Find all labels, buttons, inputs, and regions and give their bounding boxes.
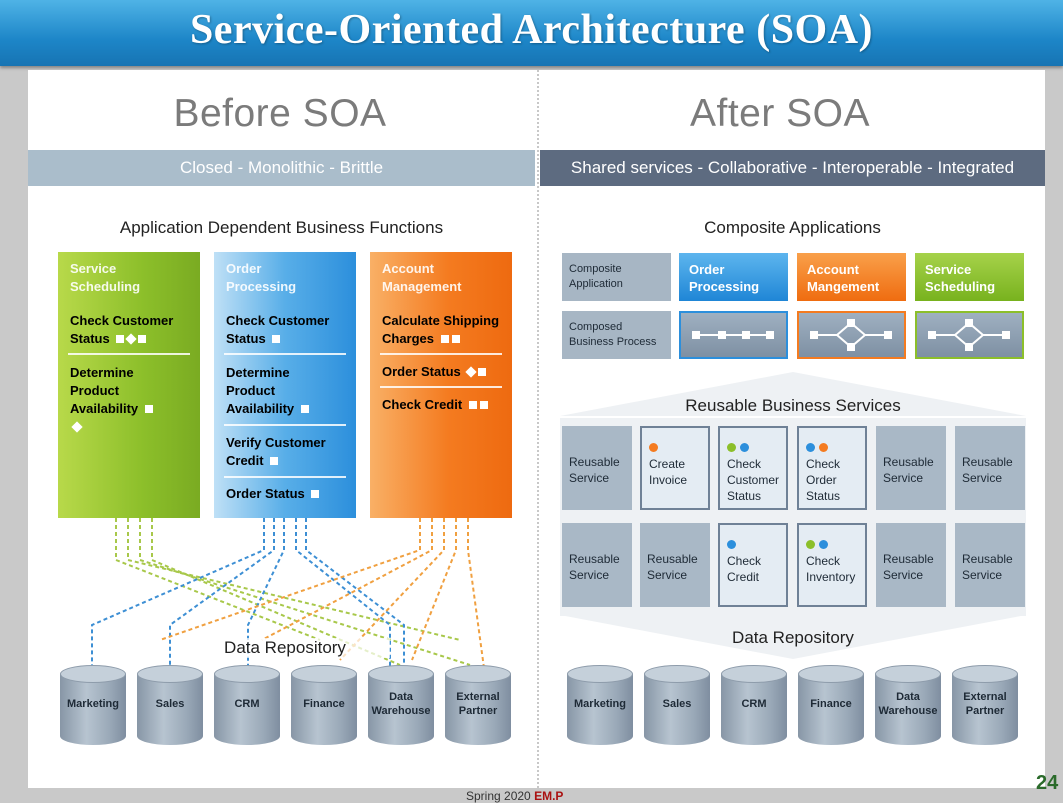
repo-crm: CRM [214,665,280,745]
service-tile: Reusable Service [876,523,946,607]
after-tagline: Shared services - Collaborative - Intero… [540,150,1045,186]
function-item: Order Status [226,485,351,503]
center-divider [537,70,539,788]
service-tile: Reusable Service [876,426,946,510]
service-check-order-status: Check Order Status [797,426,867,510]
column-title: Account Management [382,261,462,294]
separator [380,386,502,388]
service-tile: Reusable Service [562,523,632,607]
function-item: Order Status [382,363,507,381]
footer-brand: EM.P [534,789,564,803]
service-check-customer-status: Check Customer Status [718,426,788,510]
repo-data-warehouse: Data Warehouse [875,665,941,745]
column-title: Service Scheduling [70,261,141,294]
function-item: Determine Product Availability [226,364,321,418]
process-flow-icon [692,331,774,339]
service-create-invoice: Create Invoice [640,426,710,510]
function-item: Calculate Shipping Charges [382,313,500,346]
repository-band-bottom [560,615,1026,659]
repo-crm: CRM [721,665,787,745]
separator [68,353,190,355]
service-tile: Reusable Service [955,426,1025,510]
app-account-management: Account Mangement [797,253,906,301]
function-item: Check Customer Status [226,313,330,346]
function-item: Verify Customer Credit [226,435,326,468]
after-section-title: Composite Applications [704,218,881,237]
separator [224,353,346,355]
services-band-top [560,372,1026,416]
service-tile: Reusable Service [562,426,632,510]
composed-process-label: Composed Business Process [562,311,671,359]
services-title: Reusable Business Services [685,396,901,415]
before-repository-title: Data Repository [180,638,390,658]
title-banner: Service-Oriented Architecture (SOA) [0,0,1063,66]
process-service-scheduling [915,311,1024,359]
slide-title: Service-Oriented Architecture (SOA) [189,7,874,53]
repo-sales: Sales [644,665,710,745]
app-service-scheduling: Service Scheduling [915,253,1024,301]
repo-data-warehouse: Data Warehouse [368,665,434,745]
repo-marketing: Marketing [60,665,126,745]
function-item: Check Credit [382,396,507,414]
process-account-management [797,311,906,359]
before-tagline: Closed - Monolithic - Brittle [28,150,535,186]
process-flow-icon [810,319,892,351]
separator [380,353,502,355]
separator [224,476,346,478]
before-section-title: Application Dependent Business Functions [119,218,444,237]
function-item: Check Customer Status [70,313,174,346]
app-order-processing: Order Processing [679,253,788,301]
process-order-processing [679,311,788,359]
after-repository-title: Data Repository [732,628,854,647]
repo-sales: Sales [137,665,203,745]
repo-finance: Finance [798,665,864,745]
separator [224,424,346,426]
column-account-management: Account Management Calculate Shipping Ch… [370,252,512,518]
service-tile: Reusable Service [955,523,1025,607]
repo-external-partner: External Partner [445,665,511,745]
column-title: Order Processing [226,261,297,294]
column-service-scheduling: Service Scheduling Check Customer Status… [58,252,200,518]
repo-marketing: Marketing [567,665,633,745]
before-heading: Before SOA [173,92,387,135]
service-check-inventory: Check Inventory [797,523,867,607]
column-order-processing: Order Processing Check Customer Status D… [214,252,356,518]
page-number: 24 [1036,772,1059,794]
function-item: Determine Product Availability [70,364,160,436]
repo-external-partner: External Partner [952,665,1018,745]
repo-finance: Finance [291,665,357,745]
composite-application-label: Composite Application [562,253,671,301]
after-heading: After SOA [689,92,871,135]
service-tile: Reusable Service [640,523,710,607]
footer-text: Spring 2020 EM.P [466,789,564,803]
services-band [560,418,1026,616]
service-check-credit: Check Credit [718,523,788,607]
process-flow-icon [928,319,1010,351]
